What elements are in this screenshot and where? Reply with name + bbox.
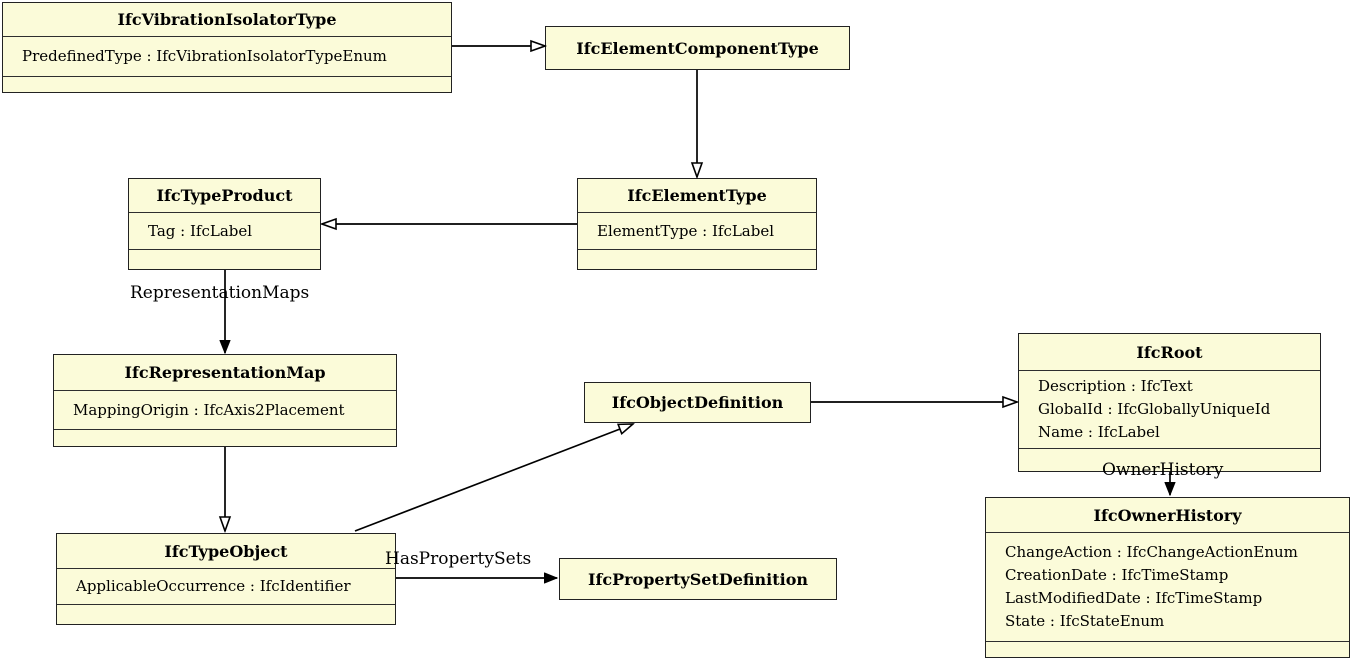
class-box-ifcpropertysetdefinition: IfcPropertySetDefinition bbox=[559, 558, 837, 600]
class-attribute: MappingOrigin : IfcAxis2Placement bbox=[73, 400, 345, 419]
class-box-ifcelementtype: IfcElementType ElementType : IfcLabel bbox=[577, 178, 817, 270]
class-attribute: Tag : IfcLabel bbox=[148, 221, 253, 240]
class-attributes: ChangeAction : IfcChangeActionEnum Creat… bbox=[986, 532, 1349, 642]
class-box-ifcobjectdefinition: IfcObjectDefinition bbox=[584, 382, 811, 423]
class-attribute: CreationDate : IfcTimeStamp bbox=[1005, 566, 1229, 584]
edge-supertype-typeobject-to-objectdefinition bbox=[354, 424, 633, 532]
class-attribute: ApplicableOccurrence : IfcIdentifier bbox=[76, 577, 351, 595]
class-box-ifcrepresentationmap: IfcRepresentationMap MappingOrigin : Ifc… bbox=[53, 354, 397, 447]
class-attributes: ElementType : IfcLabel bbox=[578, 212, 816, 250]
class-title: IfcObjectDefinition bbox=[611, 393, 784, 412]
class-attribute: Description : IfcText bbox=[1038, 377, 1193, 395]
class-attributes: Tag : IfcLabel bbox=[129, 212, 320, 250]
class-attribute: GlobalId : IfcGloballyUniqueId bbox=[1038, 400, 1271, 418]
class-attributes: Description : IfcText GlobalId : IfcGlob… bbox=[1019, 370, 1320, 449]
class-attribute: PredefinedType : IfcVibrationIsolatorTyp… bbox=[22, 47, 387, 65]
class-title: IfcTypeObject bbox=[164, 541, 288, 561]
class-attributes: MappingOrigin : IfcAxis2Placement bbox=[54, 390, 396, 430]
class-attribute: ElementType : IfcLabel bbox=[597, 221, 775, 240]
class-attributes: ApplicableOccurrence : IfcIdentifier bbox=[57, 568, 395, 605]
class-title: IfcElementType bbox=[627, 186, 767, 205]
class-title: IfcOwnerHistory bbox=[1093, 505, 1242, 525]
class-box-ifctypeobject: IfcTypeObject ApplicableOccurrence : Ifc… bbox=[56, 533, 396, 625]
class-title: IfcRoot bbox=[1136, 342, 1203, 362]
edge-label-representationmaps: RepresentationMaps bbox=[130, 283, 310, 303]
class-attributes: PredefinedType : IfcVibrationIsolatorTyp… bbox=[3, 36, 451, 77]
edge-label-haspropertysets: HasPropertySets bbox=[385, 549, 532, 569]
class-title: IfcTypeProduct bbox=[156, 186, 293, 205]
class-attribute: LastModifiedDate : IfcTimeStamp bbox=[1005, 589, 1263, 607]
class-title: IfcVibrationIsolatorType bbox=[117, 10, 337, 29]
class-title: IfcPropertySetDefinition bbox=[587, 569, 809, 589]
edge-label-ownerhistory: OwnerHistory bbox=[1102, 460, 1224, 480]
class-box-ifcownerhistory: IfcOwnerHistory ChangeAction : IfcChange… bbox=[985, 497, 1350, 658]
class-attribute: ChangeAction : IfcChangeActionEnum bbox=[1005, 543, 1298, 561]
class-box-ifctypeproduct: IfcTypeProduct Tag : IfcLabel bbox=[128, 178, 321, 270]
class-attribute: State : IfcStateEnum bbox=[1005, 612, 1165, 630]
class-box-ifcroot: IfcRoot Description : IfcText GlobalId :… bbox=[1018, 333, 1321, 472]
class-title: IfcRepresentationMap bbox=[124, 363, 326, 382]
class-box-ifcvibrationisolatortype: IfcVibrationIsolatorType PredefinedType … bbox=[2, 2, 452, 93]
class-title: IfcElementComponentType bbox=[576, 38, 819, 58]
class-attribute: Name : IfcLabel bbox=[1038, 423, 1160, 441]
